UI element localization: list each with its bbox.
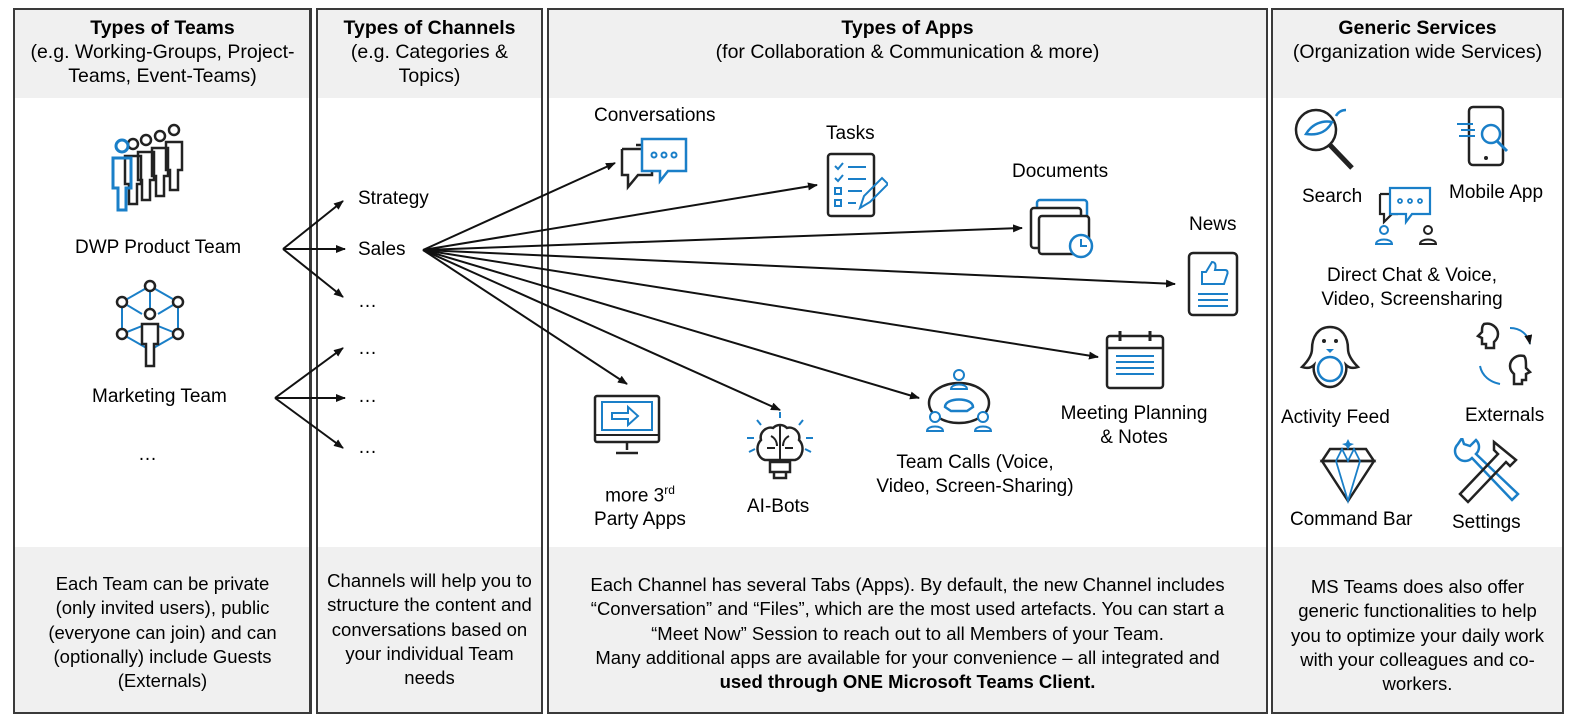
services-subtitle: (Organization wide Services): [1292, 41, 1543, 63]
apps-title: Types of Apps: [841, 17, 974, 39]
app-meeting-label: Meeting Planning & Notes: [1050, 402, 1218, 450]
calendar-notes-icon: [1105, 331, 1165, 390]
service-externals-label: Externals: [1465, 405, 1545, 426]
teams-header: Types of Teams (e.g. Working-Groups, Pro…: [15, 10, 310, 98]
services-title: Generic Services: [1338, 17, 1497, 39]
network-person-icon: [115, 279, 185, 368]
apps-header: Types of Apps (for Collaboration & Commu…: [549, 10, 1266, 98]
service-command-label: Command Bar: [1290, 509, 1413, 530]
divider-line: [309, 8, 310, 714]
app-party-label-1: more 3rd: [605, 483, 675, 507]
app-conversations-label: Conversations: [594, 105, 716, 126]
service-search-label: Search: [1302, 186, 1363, 207]
channel-item-more-4: …: [358, 437, 377, 458]
teams-subtitle-1: (e.g. Working-Groups, Project-: [30, 41, 295, 63]
channels-subtitle-2: Topics): [398, 65, 461, 87]
channels-title: Types of Channels: [343, 17, 516, 39]
app-party-label-2: Party Apps: [594, 509, 686, 531]
chat-bubbles-icon: [620, 137, 688, 191]
channel-item-more-1: …: [358, 291, 377, 312]
arrow-team1-strategy: [282, 200, 344, 250]
channels-column: Types of Channels (e.g. Categories & Top…: [316, 8, 543, 714]
app-documents-label: Documents: [1012, 161, 1109, 182]
app-calls-label: Team Calls (Voice, Video, Screen-Sharing…: [865, 451, 1085, 499]
service-settings-label: Settings: [1452, 512, 1521, 533]
team-item-more: …: [138, 444, 157, 465]
app-calls-label-1: Team Calls (Voice,: [896, 452, 1054, 473]
command-bar-diamond-icon: [1319, 439, 1377, 505]
channels-subtitle-1: (e.g. Categories &: [350, 41, 509, 63]
team-people-icon: [111, 123, 184, 212]
externals-icon: [1475, 322, 1533, 386]
teams-column: Types of Teams (e.g. Working-Groups, Pro…: [13, 8, 312, 714]
ai-brain-icon: [747, 412, 813, 480]
team-item-marketing: Marketing Team: [92, 386, 227, 407]
apps-footer-line-1: Each Channel has several Tabs (Apps). By…: [590, 574, 1225, 595]
monitor-app-icon: [593, 394, 661, 455]
teams-title: Types of Teams: [90, 17, 235, 39]
app-meeting-label-1: Meeting Planning: [1060, 403, 1208, 424]
arrow-tasks: [422, 182, 818, 251]
task-list-icon: [826, 152, 888, 218]
service-mobile-label: Mobile App: [1449, 182, 1544, 203]
channel-item-more-3: …: [358, 386, 377, 407]
channel-item-more-2: …: [358, 338, 377, 359]
app-news-label: News: [1189, 214, 1237, 235]
documents-clock-icon: [1029, 198, 1094, 259]
apps-footer: Each Channel has several Tabs (Apps). By…: [549, 547, 1266, 712]
app-tasks-label: Tasks: [826, 123, 875, 144]
services-footer: MS Teams does also offer generic functio…: [1273, 547, 1562, 712]
apps-column: Types of Apps (for Collaboration & Commu…: [547, 8, 1268, 714]
service-chat-label-2: Video, Screensharing: [1321, 289, 1503, 310]
apps-subtitle: (for Collaboration & Communication & mor…: [715, 41, 1100, 63]
channels-header: Types of Channels (e.g. Categories & Top…: [318, 10, 541, 98]
services-header: Generic Services (Organization wide Serv…: [1273, 10, 1562, 98]
arrow-team2-ch3: [274, 397, 344, 449]
divider-line: [1266, 8, 1267, 714]
app-aibots-label: AI-Bots: [747, 496, 810, 517]
teams-footer: Each Team can be private (only invited u…: [15, 547, 310, 712]
arrow-aibots: [422, 249, 781, 411]
arrow-calls: [422, 249, 920, 400]
direct-chat-icon: [1374, 186, 1438, 245]
news-thumbs-up-icon: [1187, 251, 1239, 317]
channel-item-sales: Sales: [358, 239, 406, 260]
service-chat-label: Direct Chat & Voice, Video, Screensharin…: [1302, 264, 1522, 312]
arrow-meeting: [422, 249, 1099, 360]
arrow-team1-more: [282, 248, 344, 298]
settings-tools-icon: [1453, 438, 1520, 504]
apps-footer-line-3: “Meet Now” Session to reach out to all M…: [651, 622, 1164, 644]
team-item-dwp: DWP Product Team: [75, 237, 242, 258]
divider-line: [541, 8, 542, 714]
search-icon: [1294, 108, 1354, 170]
mobile-app-icon: [1457, 105, 1509, 167]
arrow-party: [422, 249, 628, 385]
service-activity-label: Activity Feed: [1281, 407, 1390, 428]
app-calls-label-2: Video, Screen-Sharing): [876, 476, 1074, 497]
arrow-news: [422, 249, 1176, 288]
service-chat-label-1: Direct Chat & Voice,: [1326, 265, 1498, 286]
channels-footer: Channels will help you to structure the …: [318, 547, 541, 712]
app-meeting-label-2: & Notes: [1100, 427, 1168, 448]
arrow-documents: [422, 224, 1023, 251]
app-party-label: more 3rd Party Apps: [580, 478, 700, 532]
channel-item-strategy: Strategy: [358, 188, 429, 209]
arrow-conversations: [422, 162, 616, 251]
apps-footer-line-2: “Conversation” and “Files”, which are th…: [590, 598, 1225, 620]
team-call-icon: [925, 369, 993, 432]
apps-footer-line-4: Many additional apps are available for y…: [595, 646, 1220, 668]
arrow-team2-ch1: [274, 347, 344, 399]
apps-footer-bold: used through ONE Microsoft Teams Client.: [719, 671, 1096, 693]
activity-feed-icon: [1299, 325, 1361, 389]
teams-subtitle-2: Teams, Event-Teams): [68, 65, 257, 87]
